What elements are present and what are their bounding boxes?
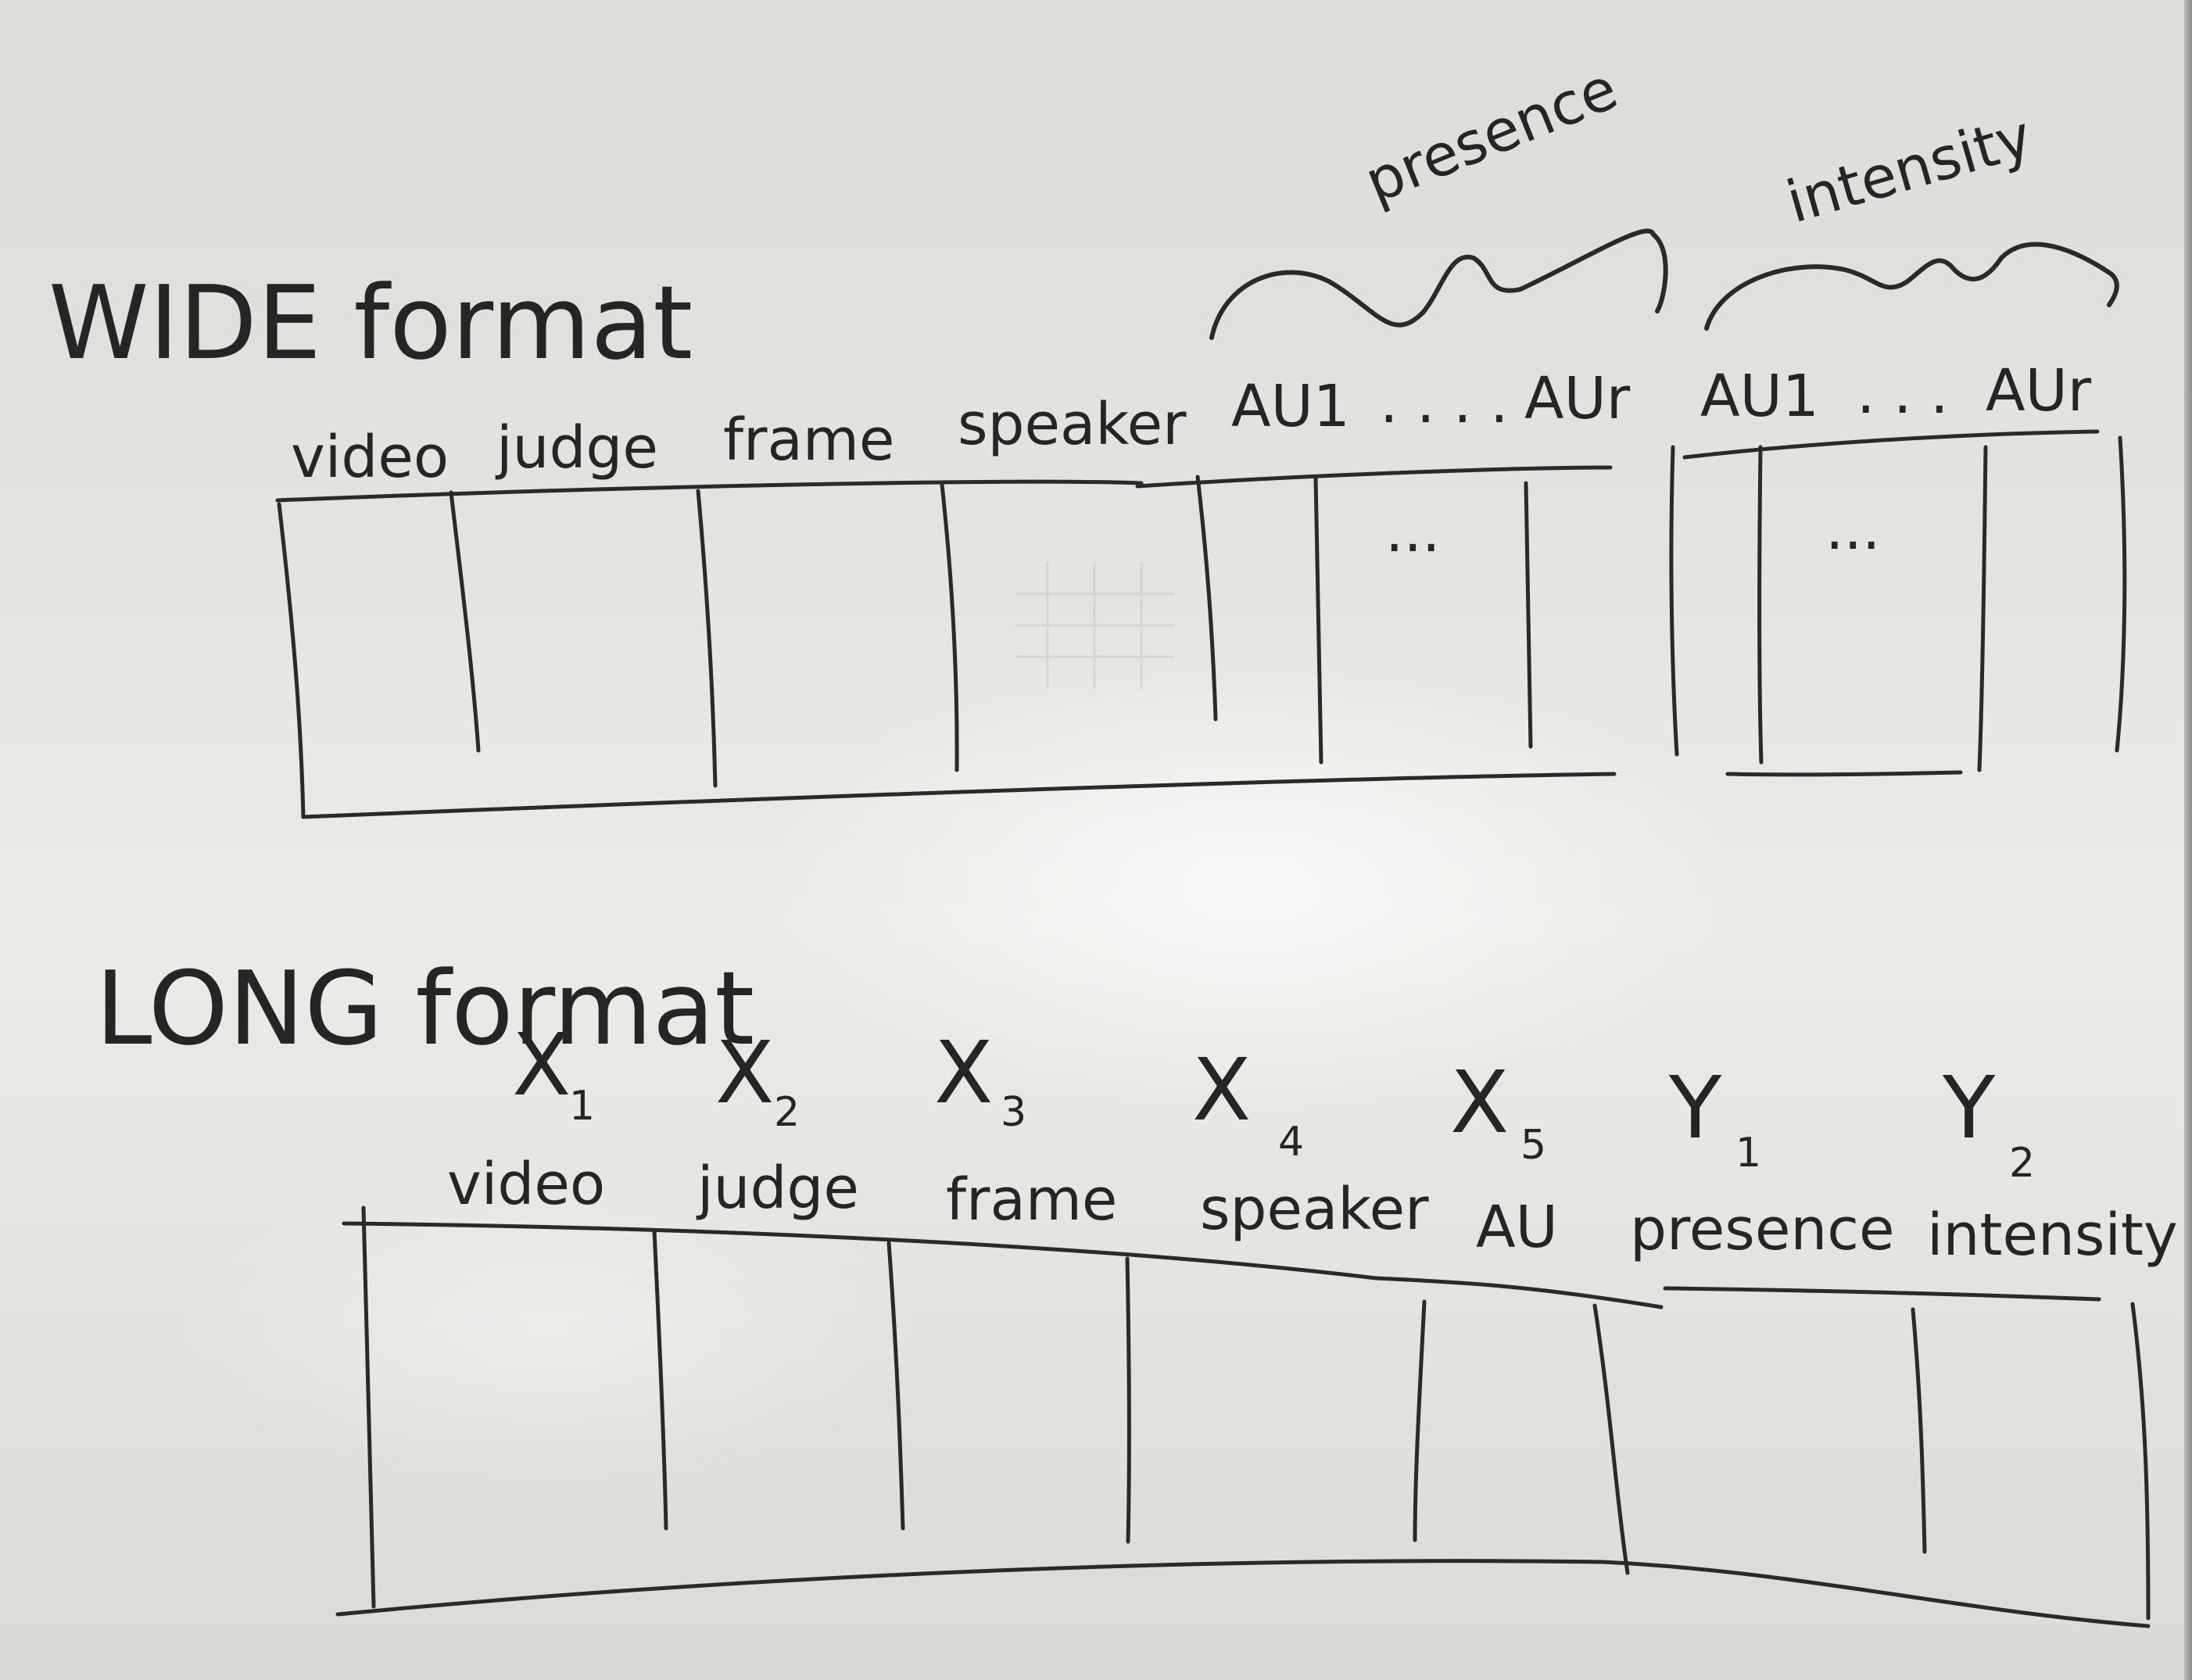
presence-group-label: presence [1356,55,1627,217]
intensity-brace [1704,242,2119,331]
whiteboard-frame-edge [2184,0,2192,1680]
long-var-y1-symbol: Y [1668,1058,1722,1158]
intensity-group-label: intensity [1779,102,2039,236]
long-var-x5-sub: 5 [1520,1122,1546,1169]
board-ghost-marks [1015,561,1174,690]
wide-intensity-cell-ellipsis: ... [1825,496,1881,563]
long-var-x3-symbol: X [934,1023,993,1123]
long-col-au: AU [1476,1194,1558,1261]
long-format-title: LONG format [95,949,754,1068]
long-var-x3-sub: 3 [1001,1089,1026,1136]
wide-col-aur-intensity: AUr [1986,357,2092,424]
long-table-header: X 1 video X 2 judge X 3 frame X 4 speake… [447,1015,2178,1269]
long-col-presence: presence [1630,1196,1895,1263]
wide-col-video: video [291,424,449,491]
long-var-y1-sub: 1 [1735,1130,1761,1177]
long-var-x2-sub: 2 [774,1089,800,1136]
wide-presence-cell-ellipsis: ... [1385,498,1441,565]
presence-brace [1209,228,1668,340]
long-var-x4-sub: 4 [1278,1119,1304,1166]
wide-table: ... [275,465,1617,819]
long-table [335,1205,2151,1628]
long-col-intensity: intensity [1927,1202,2178,1269]
long-col-judge: judge [696,1155,859,1222]
wide-col-judge: judge [495,414,658,482]
long-var-x5-symbol: X [1450,1052,1509,1152]
long-col-frame: frame [946,1166,1117,1234]
long-var-x4-symbol: X [1192,1040,1251,1140]
long-var-x1-sub: 1 [569,1083,595,1130]
wide-table-header: video judge frame speaker AU1 . . . . AU… [291,357,2092,491]
long-var-x1-symbol: X [512,1015,571,1115]
wide-col-ellipsis-intensity: . . . [1857,360,1949,427]
wide-col-speaker: speaker [958,391,1187,458]
wide-col-ellipsis-presence: . . . . [1380,369,1509,436]
wide-format-title: WIDE format [48,263,693,382]
wide-intensity-table: ... [1669,429,2127,777]
long-col-speaker: speaker [1200,1176,1429,1243]
wide-col-au1-intensity: AU1 [1700,363,1819,430]
wide-col-au1-presence: AU1 [1231,373,1350,440]
long-var-y2-symbol: Y [1942,1058,1996,1158]
long-var-x2-symbol: X [715,1023,774,1123]
long-col-video: video [447,1151,605,1218]
long-var-y2-sub: 2 [2009,1140,2035,1187]
wide-col-frame: frame [723,407,894,474]
wide-col-aur-presence: AUr [1524,365,1631,432]
